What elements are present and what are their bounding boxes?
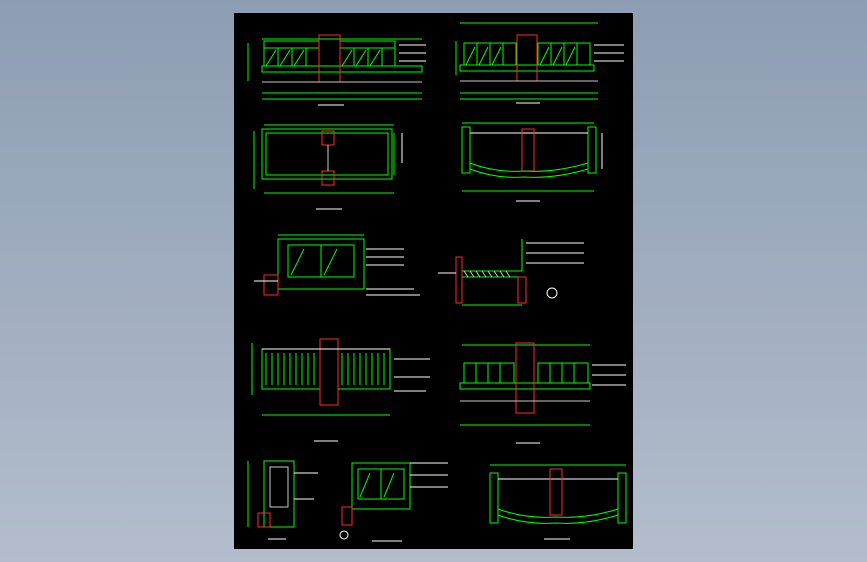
section-mark-icon bbox=[339, 530, 349, 540]
louver-panel bbox=[337, 348, 391, 390]
side-wall bbox=[617, 472, 627, 524]
louver-slats bbox=[265, 353, 315, 385]
inner-outline bbox=[265, 132, 389, 176]
footing-cut bbox=[257, 512, 271, 528]
glazing-hatch bbox=[265, 49, 381, 67]
view-section-1 bbox=[461, 122, 603, 202]
wall-outline bbox=[263, 460, 295, 528]
sill-cut bbox=[341, 506, 353, 526]
glazing-hatch bbox=[465, 46, 576, 66]
detail-callout-icon bbox=[546, 287, 558, 299]
column-cut bbox=[319, 338, 339, 406]
view-section-3 bbox=[489, 464, 627, 540]
view-section-2 bbox=[247, 460, 318, 540]
wall-outline bbox=[351, 462, 411, 510]
column-cut bbox=[521, 128, 535, 172]
window-frame bbox=[537, 362, 589, 384]
column-cut bbox=[516, 34, 538, 82]
sill-band bbox=[459, 64, 595, 72]
column-cut bbox=[318, 34, 341, 83]
side-wall bbox=[587, 126, 597, 174]
side-wall bbox=[461, 126, 471, 174]
slab-hatch bbox=[463, 270, 511, 278]
view-elevation-1 bbox=[247, 34, 426, 106]
column-cut bbox=[549, 468, 563, 516]
column-cut bbox=[321, 170, 335, 186]
wall-outline bbox=[261, 128, 393, 180]
view-elevation-3 bbox=[251, 338, 430, 442]
beam-cut bbox=[517, 276, 527, 304]
sill-band bbox=[459, 382, 591, 390]
window-frame bbox=[463, 362, 515, 384]
view-elevation-2 bbox=[455, 22, 624, 104]
view-window-detail bbox=[254, 234, 420, 296]
cad-drawing-sheet bbox=[234, 13, 633, 549]
cad-drawing-canvas bbox=[247, 22, 627, 542]
sill-cut bbox=[263, 274, 279, 296]
glazing-hatch bbox=[359, 472, 395, 498]
view-wall-detail bbox=[438, 239, 584, 306]
louver-slats bbox=[341, 353, 385, 385]
sloped-floor bbox=[469, 168, 589, 178]
sloped-floor bbox=[497, 514, 619, 524]
view-window-detail-2 bbox=[339, 462, 448, 542]
glazing-hatch bbox=[290, 248, 338, 276]
wall-outline bbox=[277, 238, 365, 290]
view-elevation-4 bbox=[459, 342, 626, 444]
sill-band bbox=[261, 65, 423, 73]
wall-cut bbox=[455, 256, 463, 304]
side-wall bbox=[489, 472, 499, 524]
sloped-floor bbox=[497, 508, 619, 518]
view-plan-section-1 bbox=[253, 124, 403, 210]
column-cut bbox=[515, 342, 535, 414]
louver-panel bbox=[261, 348, 321, 390]
sloped-floor bbox=[469, 162, 589, 172]
